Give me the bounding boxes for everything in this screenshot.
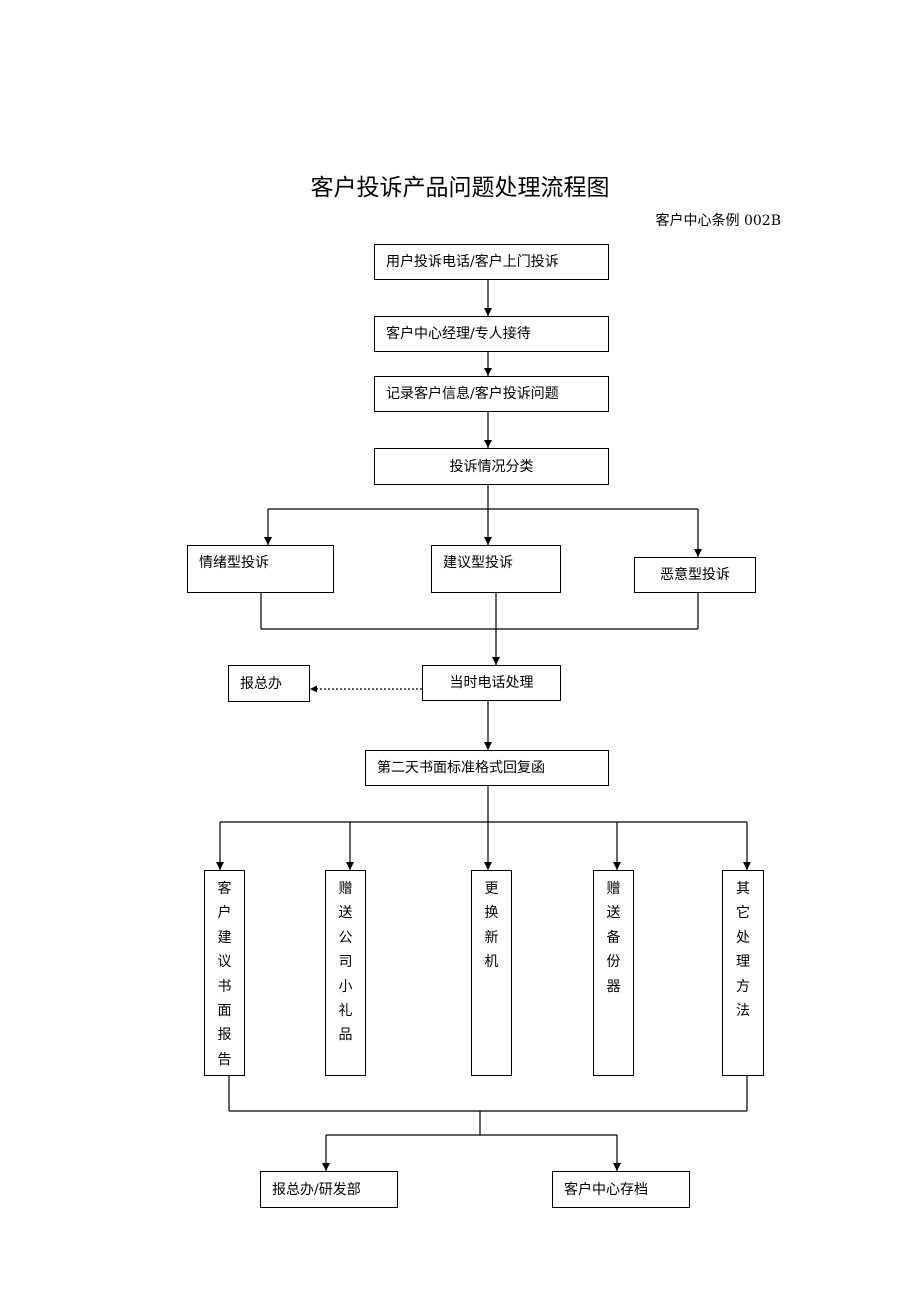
vertical-char: 客 <box>217 881 232 897</box>
vertical-char: 公 <box>338 929 353 946</box>
category-suggestion: 建议型投诉 <box>431 545 561 593</box>
vertical-char: 方 <box>736 978 750 995</box>
category-malicious: 恶意型投诉 <box>634 557 756 593</box>
vertical-char: 更 <box>484 881 499 897</box>
vertical-char: 书 <box>217 978 232 995</box>
vertical-char: 送 <box>606 905 621 922</box>
vertical-char: 报 <box>217 1027 232 1044</box>
vertical-char: 礼 <box>338 1003 353 1020</box>
outcome-spare: 赠送备份器 <box>593 870 634 1076</box>
vertical-char: 其 <box>736 881 750 897</box>
outcome-replace: 更换新机 <box>471 870 512 1076</box>
vertical-char: 小 <box>338 978 353 995</box>
vertical-char: 面 <box>217 1003 232 1020</box>
final-report-rd: 报总办/研发部 <box>260 1171 398 1208</box>
vertical-char: 器 <box>606 978 621 995</box>
vertical-char: 法 <box>736 1003 750 1020</box>
vertical-char: 赠 <box>606 881 621 897</box>
vertical-char: 赠 <box>338 881 353 897</box>
step-record: 记录客户信息/客户投诉问题 <box>374 376 609 412</box>
vertical-char: 送 <box>338 905 353 922</box>
outcome-gift: 赠送公司小礼品 <box>325 870 366 1076</box>
vertical-char: 新 <box>484 929 499 946</box>
step-classify: 投诉情况分类 <box>374 448 609 485</box>
vertical-char: 处 <box>736 929 750 946</box>
vertical-char: 告 <box>217 1051 232 1068</box>
vertical-char: 换 <box>484 905 499 922</box>
vertical-char: 机 <box>484 954 499 971</box>
vertical-char: 份 <box>606 954 621 971</box>
page-title: 客户投诉产品问题处理流程图 <box>310 175 610 201</box>
outcome-other: 其它处理方法 <box>722 870 764 1076</box>
vertical-char: 它 <box>736 905 750 922</box>
step-intake: 用户投诉电话/客户上门投诉 <box>374 244 609 280</box>
outcome-written-report: 客户建议书面报告 <box>204 870 245 1076</box>
final-archive: 客户中心存档 <box>552 1171 690 1208</box>
vertical-char: 户 <box>217 905 232 922</box>
reply-letter-box: 第二天书面标准格式回复函 <box>365 750 609 786</box>
phone-handling-box: 当时电话处理 <box>422 665 561 701</box>
vertical-char: 备 <box>606 929 621 946</box>
vertical-char: 建 <box>217 929 232 946</box>
vertical-char: 品 <box>338 1027 353 1044</box>
vertical-char: 议 <box>217 954 232 971</box>
report-gm-box: 报总办 <box>228 665 310 702</box>
vertical-char: 理 <box>736 954 750 971</box>
vertical-char: 司 <box>338 954 353 971</box>
category-emotional: 情绪型投诉 <box>187 545 334 593</box>
document-number: 客户中心条例 002B <box>655 213 781 229</box>
step-reception: 客户中心经理/专人接待 <box>374 316 609 352</box>
